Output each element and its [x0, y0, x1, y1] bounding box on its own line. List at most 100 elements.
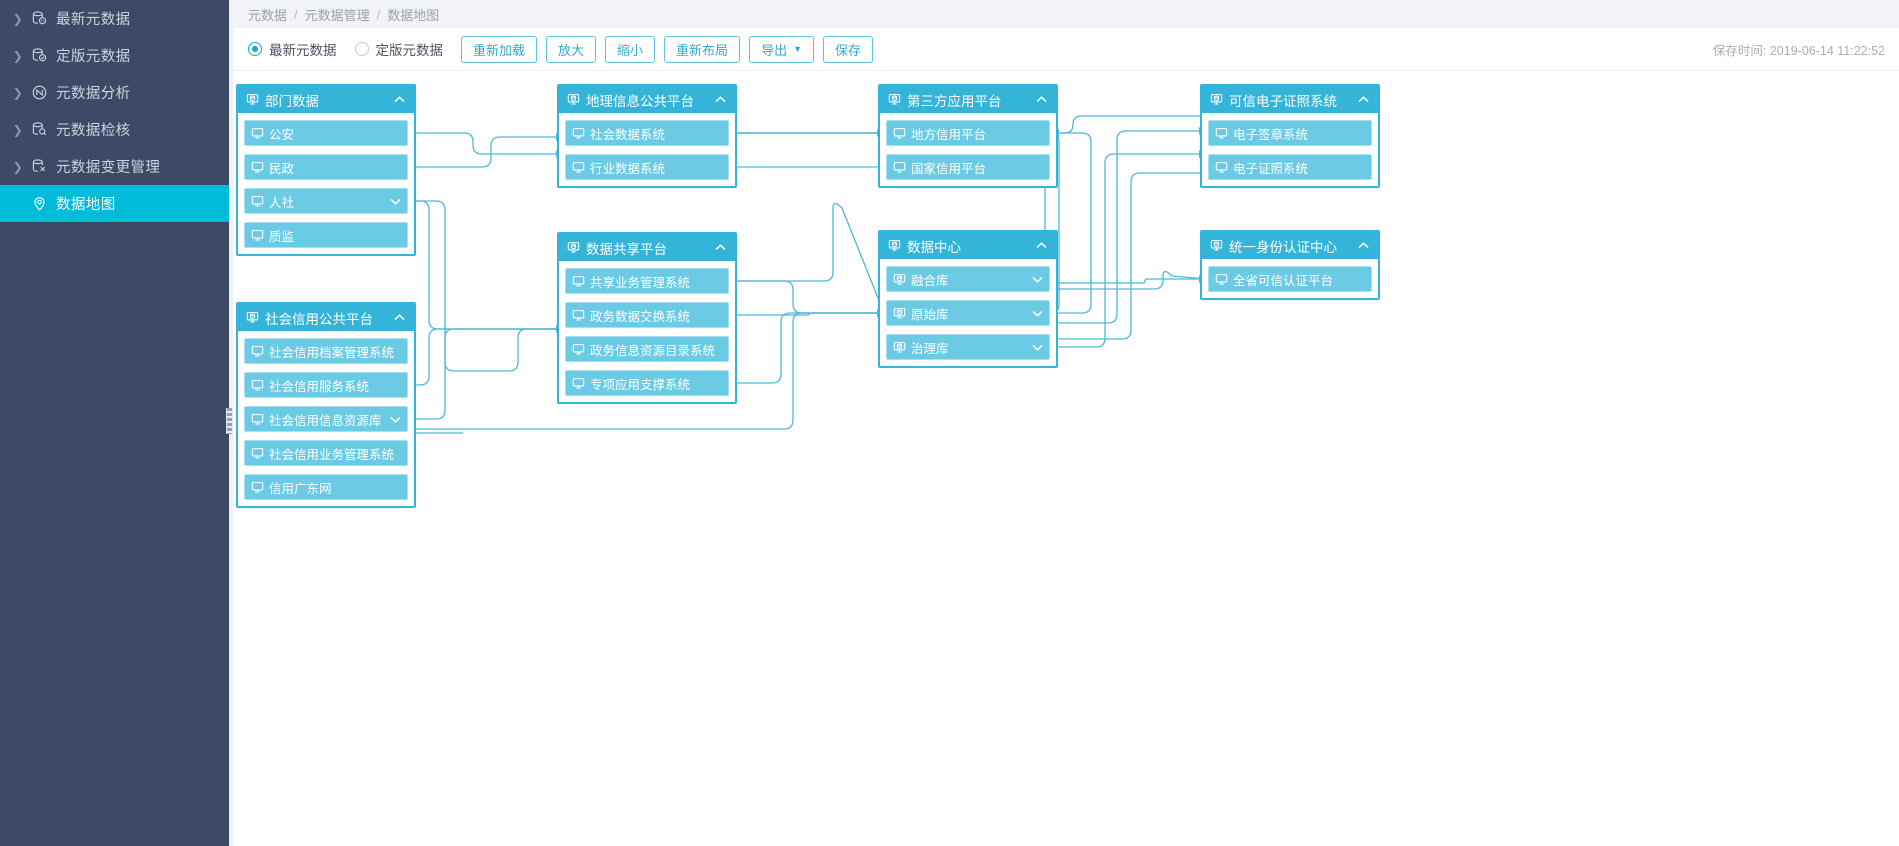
group-body-credit: 社会信用档案管理系统社会信用服务系统社会信用信息资源库社会信用业务管理系统信用广…: [238, 331, 414, 506]
node-label: 电子证照系统: [1233, 161, 1309, 176]
main-area: 元数据 / 元数据管理 / 数据地图 最新元数据 定版元数据 重新加载 放大 缩…: [233, 0, 1899, 846]
graph-node[interactable]: 电子签章系统: [1208, 120, 1372, 146]
group-header-gis[interactable]: 地理信息公共平台: [559, 86, 735, 113]
node-label: 人社: [269, 195, 295, 210]
chevron-up-icon[interactable]: [712, 92, 728, 108]
relayout-button[interactable]: 重新布局: [664, 35, 741, 63]
screen-db-icon: [893, 307, 906, 320]
group-title: 数据中心: [907, 239, 961, 255]
graph-node[interactable]: 社会信用服务系统: [244, 372, 408, 398]
node-label: 共享业务管理系统: [590, 275, 691, 290]
chevron-down-icon: ▼: [793, 43, 802, 54]
chevron-down-icon[interactable]: [387, 411, 403, 427]
screen-db-icon: [246, 311, 259, 324]
sidebar-item-label: 元数据变更管理: [56, 160, 161, 176]
sidebar-item-metadata-change-mgmt[interactable]: ❯ 元数据变更管理: [0, 148, 229, 185]
graph-node[interactable]: 政务信息资源目录系统: [565, 336, 729, 362]
database-x-icon: [26, 158, 52, 175]
node-label: 国家信用平台: [911, 161, 987, 176]
group-box-third[interactable]: 第三方应用平台地方信用平台国家信用平台: [878, 84, 1058, 188]
zoom-in-button[interactable]: 放大: [546, 35, 597, 63]
group-header-credit[interactable]: 社会信用公共平台: [238, 304, 414, 331]
screen-db-icon: [888, 239, 901, 252]
graph-node[interactable]: 国家信用平台: [886, 154, 1050, 180]
graph-node[interactable]: 民政: [244, 154, 408, 180]
group-box-auth[interactable]: 统一身份认证中心全省可信认证平台: [1200, 230, 1380, 300]
group-box-dept[interactable]: 部门数据公安民政人社质监: [236, 84, 416, 256]
sidebar-item-latest-metadata[interactable]: ❯ N 最新元数据: [0, 0, 229, 37]
radio-dot-icon: [248, 42, 262, 56]
reload-button[interactable]: 重新加载: [461, 35, 538, 63]
sidebar-item-metadata-audit[interactable]: ❯ 元数据检核: [0, 111, 229, 148]
chevron-up-icon[interactable]: [1355, 92, 1371, 108]
group-header-auth[interactable]: 统一身份认证中心: [1202, 232, 1378, 259]
group-header-cert[interactable]: 可信电子证照系统: [1202, 86, 1378, 113]
chevron-up-icon[interactable]: [391, 310, 407, 326]
radio-latest-metadata[interactable]: 最新元数据: [248, 39, 337, 59]
graph-node[interactable]: 公安: [244, 120, 408, 146]
chevron-down-icon[interactable]: [1029, 339, 1045, 355]
breadcrumb-item-root[interactable]: 元数据: [248, 7, 288, 23]
group-header-third[interactable]: 第三方应用平台: [880, 86, 1056, 113]
graph-node[interactable]: 社会信用档案管理系统: [244, 338, 408, 364]
chevron-up-icon[interactable]: [1355, 238, 1371, 254]
chevron-up-icon[interactable]: [391, 92, 407, 108]
graph-node[interactable]: 质监: [244, 222, 408, 248]
graph-edge: [1050, 278, 1206, 284]
group-box-dc[interactable]: 数据中心融合库原始库治理库: [878, 230, 1058, 368]
graph-node[interactable]: 政务数据交换系统: [565, 302, 729, 328]
graph-node[interactable]: 信用广东网: [244, 474, 408, 500]
graph-node[interactable]: 全省可信认证平台: [1208, 266, 1372, 292]
sidebar-item-metadata-analysis[interactable]: ❯ 元数据分析: [0, 74, 229, 111]
group-box-gis[interactable]: 地理信息公共平台社会数据系统行业数据系统: [557, 84, 737, 188]
chevron-down-icon[interactable]: [387, 193, 403, 209]
graph-node[interactable]: 原始库: [886, 300, 1050, 326]
save-button[interactable]: 保存: [823, 35, 874, 63]
screen-icon: [1215, 127, 1228, 140]
export-dropdown-button[interactable]: 导出 ▼: [749, 35, 814, 63]
screen-icon: [251, 379, 264, 392]
group-title: 社会信用公共平台: [265, 311, 373, 327]
group-title: 部门数据: [265, 93, 319, 109]
graph-node[interactable]: 行业数据系统: [565, 154, 729, 180]
graph-node[interactable]: 地方信用平台: [886, 120, 1050, 146]
graph-node[interactable]: 社会信用业务管理系统: [244, 440, 408, 466]
graph-edge: [1050, 270, 1207, 290]
zoom-out-button[interactable]: 缩小: [605, 35, 656, 63]
group-box-share[interactable]: 数据共享平台共享业务管理系统政务数据交换系统政务信息资源目录系统专项应用支撑系统: [557, 232, 737, 404]
graph-node[interactable]: 社会数据系统: [565, 120, 729, 146]
sidebar-item-versioned-metadata[interactable]: ❯ 定版元数据: [0, 37, 229, 74]
group-header-dc[interactable]: 数据中心: [880, 232, 1056, 259]
graph-edge: [729, 312, 884, 384]
radio-dot-icon: [354, 42, 369, 56]
group-box-cert[interactable]: 可信电子证照系统电子签章系统电子证照系统: [1200, 84, 1380, 188]
screen-icon: [572, 377, 585, 390]
graph-node[interactable]: 专项应用支撑系统: [565, 370, 729, 396]
node-label: 信用广东网: [269, 481, 332, 496]
graph-node[interactable]: 电子证照系统: [1208, 154, 1372, 180]
splitter-grip[interactable]: [226, 408, 233, 434]
group-header-share[interactable]: 数据共享平台: [559, 234, 735, 261]
graph-node[interactable]: 治理库: [886, 334, 1050, 360]
group-title: 第三方应用平台: [907, 93, 1002, 109]
chevron-down-icon[interactable]: [1029, 305, 1045, 321]
group-box-credit[interactable]: 社会信用公共平台社会信用档案管理系统社会信用服务系统社会信用信息资源库社会信用业…: [236, 302, 416, 508]
chevron-up-icon[interactable]: [712, 240, 728, 256]
graph-node[interactable]: 人社: [244, 188, 408, 214]
radio-versioned-metadata[interactable]: 定版元数据: [354, 39, 443, 59]
group-header-dept[interactable]: 部门数据: [238, 86, 414, 113]
graph-node[interactable]: 融合库: [886, 266, 1050, 292]
graph-edge: [408, 328, 563, 386]
breadcrumb-separator: /: [294, 6, 298, 22]
chevron-up-icon[interactable]: [1033, 92, 1049, 108]
graph-canvas[interactable]: 部门数据公安民政人社质监社会信用公共平台社会信用档案管理系统社会信用服务系统社会…: [233, 71, 1899, 846]
breadcrumb-item-mgmt[interactable]: 元数据管理: [304, 7, 370, 23]
node-label: 社会信用服务系统: [269, 379, 370, 394]
screen-icon: [251, 161, 264, 174]
graph-node[interactable]: 共享业务管理系统: [565, 268, 729, 294]
sidebar-item-data-map[interactable]: ❯ 数据地图: [0, 185, 229, 222]
chevron-down-icon[interactable]: [1029, 271, 1045, 287]
chevron-right-icon: ❯: [12, 11, 24, 26]
chevron-up-icon[interactable]: [1033, 238, 1049, 254]
graph-node[interactable]: 社会信用信息资源库: [244, 406, 408, 432]
